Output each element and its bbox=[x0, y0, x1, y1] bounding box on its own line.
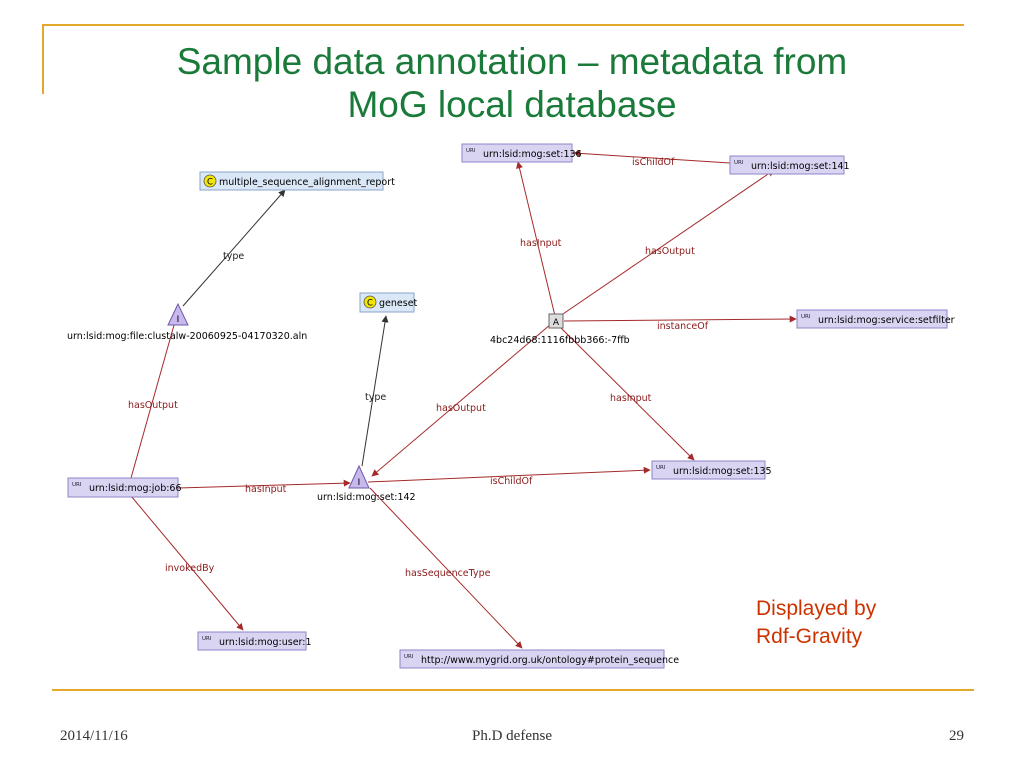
svg-text:C: C bbox=[207, 178, 213, 188]
class-icon bbox=[203, 174, 217, 188]
footer-page-number: 29 bbox=[949, 728, 964, 744]
node-label-setfilter: urn:lsid:mog:service:setfilter bbox=[818, 315, 955, 326]
left-frame-rule bbox=[42, 24, 44, 94]
edge-hasinput-anon-135 bbox=[559, 326, 695, 461]
instance-node-set142[interactable]: I urn:lsid:mog:set:142 bbox=[317, 464, 416, 503]
label-invokedby: invokedBy bbox=[165, 563, 215, 574]
label-type-geneset: type bbox=[365, 392, 386, 403]
edge-hasoutput-anon-141 bbox=[559, 169, 775, 317]
caption-line-1: Displayed by bbox=[756, 597, 877, 620]
uri-node-setfilter[interactable]: URI urn:lsid:mog:service:setfilter bbox=[796, 309, 955, 329]
class-node-geneset[interactable]: C geneset bbox=[359, 292, 418, 313]
node-label-anon: 4bc24d68:1116fbbb366:-7ffb bbox=[490, 335, 630, 346]
uri-icon: URI bbox=[656, 465, 666, 471]
uri-icon: URI bbox=[404, 654, 414, 660]
label-hasinput-anon-135: hasInput bbox=[610, 393, 652, 404]
uri-node-job66[interactable]: URI urn:lsid:mog:job:66 bbox=[67, 477, 182, 498]
uri-icon: URI bbox=[202, 636, 212, 642]
edges bbox=[130, 149, 797, 649]
bottom-rule bbox=[52, 689, 974, 691]
node-label-geneset: geneset bbox=[379, 298, 418, 309]
footer-date: 2014/11/16 bbox=[60, 728, 128, 744]
node-label-file: urn:lsid:mog:file:clustalw-20060925-0417… bbox=[67, 331, 307, 342]
uri-node-set141[interactable]: URI urn:lsid:mog:set:141 bbox=[729, 155, 850, 175]
title-line-2: MoG local database bbox=[347, 84, 677, 125]
instance-icon bbox=[348, 464, 370, 489]
instance-node-file[interactable]: I urn:lsid:mog:file:clustalw-20060925-04… bbox=[67, 302, 307, 342]
top-frame-rule bbox=[44, 24, 964, 26]
node-label-set135: urn:lsid:mog:set:135 bbox=[673, 466, 772, 477]
node-label-set136: urn:lsid:mog:set:136 bbox=[483, 149, 582, 160]
edge-labels: type type hasOutput hasInput invokedBy h… bbox=[128, 157, 709, 579]
title-line-1: Sample data annotation – metadata from bbox=[176, 41, 848, 82]
edge-ischildof-141-136 bbox=[573, 149, 731, 164]
label-ischildof-141-136: isChildOf bbox=[632, 157, 675, 168]
uri-node-set135[interactable]: URI urn:lsid:mog:set:135 bbox=[651, 460, 772, 480]
edge-hasinput-anon-136 bbox=[516, 161, 556, 317]
node-label-set142: urn:lsid:mog:set:142 bbox=[317, 492, 416, 503]
edge-type-report bbox=[182, 189, 286, 307]
anon-icon bbox=[548, 313, 564, 329]
uri-icon: URI bbox=[72, 482, 82, 488]
uri-node-set136[interactable]: URI urn:lsid:mog:set:136 bbox=[461, 143, 582, 163]
edge-invokedby bbox=[130, 495, 244, 631]
edge-hasinput-job-142 bbox=[177, 479, 351, 489]
uri-icon: URI bbox=[466, 148, 476, 154]
label-hasinput-anon-136: hasInput bbox=[520, 238, 562, 249]
label-ischildof-142-135: isChildOf bbox=[490, 476, 533, 487]
uri-node-user1[interactable]: URI urn:lsid:mog:user:1 bbox=[197, 631, 312, 651]
edge-ischildof-142-135 bbox=[367, 466, 651, 483]
uri-icon: URI bbox=[801, 314, 811, 320]
class-icon bbox=[363, 295, 377, 309]
svg-text:A: A bbox=[553, 318, 560, 328]
anon-node[interactable]: A 4bc24d68:1116fbbb366:-7ffb bbox=[490, 313, 630, 346]
node-label-set141: urn:lsid:mog:set:141 bbox=[751, 161, 850, 172]
instance-icon bbox=[167, 302, 189, 326]
uri-node-protein[interactable]: URI http://www.mygrid.org.uk/ontology#pr… bbox=[399, 649, 679, 669]
label-hasoutput-job-file: hasOutput bbox=[128, 400, 178, 411]
node-label-report: multiple_sequence_alignment_report bbox=[219, 177, 395, 188]
edge-hasoutput-anon-142 bbox=[371, 323, 552, 477]
svg-text:I: I bbox=[177, 315, 180, 325]
caption: Displayed by Rdf-Gravity bbox=[756, 595, 876, 651]
edge-instanceof bbox=[563, 315, 797, 323]
label-instanceof: instanceOf bbox=[657, 321, 709, 332]
caption-line-2: Rdf-Gravity bbox=[756, 625, 863, 648]
label-hasoutput-anon-142: hasOutput bbox=[436, 403, 486, 414]
svg-text:I: I bbox=[358, 478, 361, 488]
uri-icon: URI bbox=[734, 160, 744, 166]
edge-hasoutput-job-file bbox=[130, 317, 178, 479]
node-label-job66: urn:lsid:mog:job:66 bbox=[89, 483, 182, 494]
edge-hassequencetype bbox=[369, 487, 523, 649]
node-label-protein: http://www.mygrid.org.uk/ontology#protei… bbox=[421, 655, 679, 666]
label-hassequencetype: hasSequenceType bbox=[405, 568, 491, 579]
node-label-user1: urn:lsid:mog:user:1 bbox=[219, 637, 312, 648]
footer-title: Ph.D defense bbox=[472, 728, 552, 744]
slide-title: Sample data annotation – metadata from M… bbox=[100, 40, 924, 126]
label-hasoutput-anon-141: hasOutput bbox=[645, 246, 695, 257]
label-type-report: type bbox=[223, 251, 244, 262]
label-hasinput-job-142: hasInput bbox=[245, 484, 287, 495]
class-node-report[interactable]: C multiple_sequence_alignment_report bbox=[199, 171, 395, 191]
edge-type-geneset bbox=[361, 315, 389, 467]
svg-text:C: C bbox=[367, 299, 373, 309]
